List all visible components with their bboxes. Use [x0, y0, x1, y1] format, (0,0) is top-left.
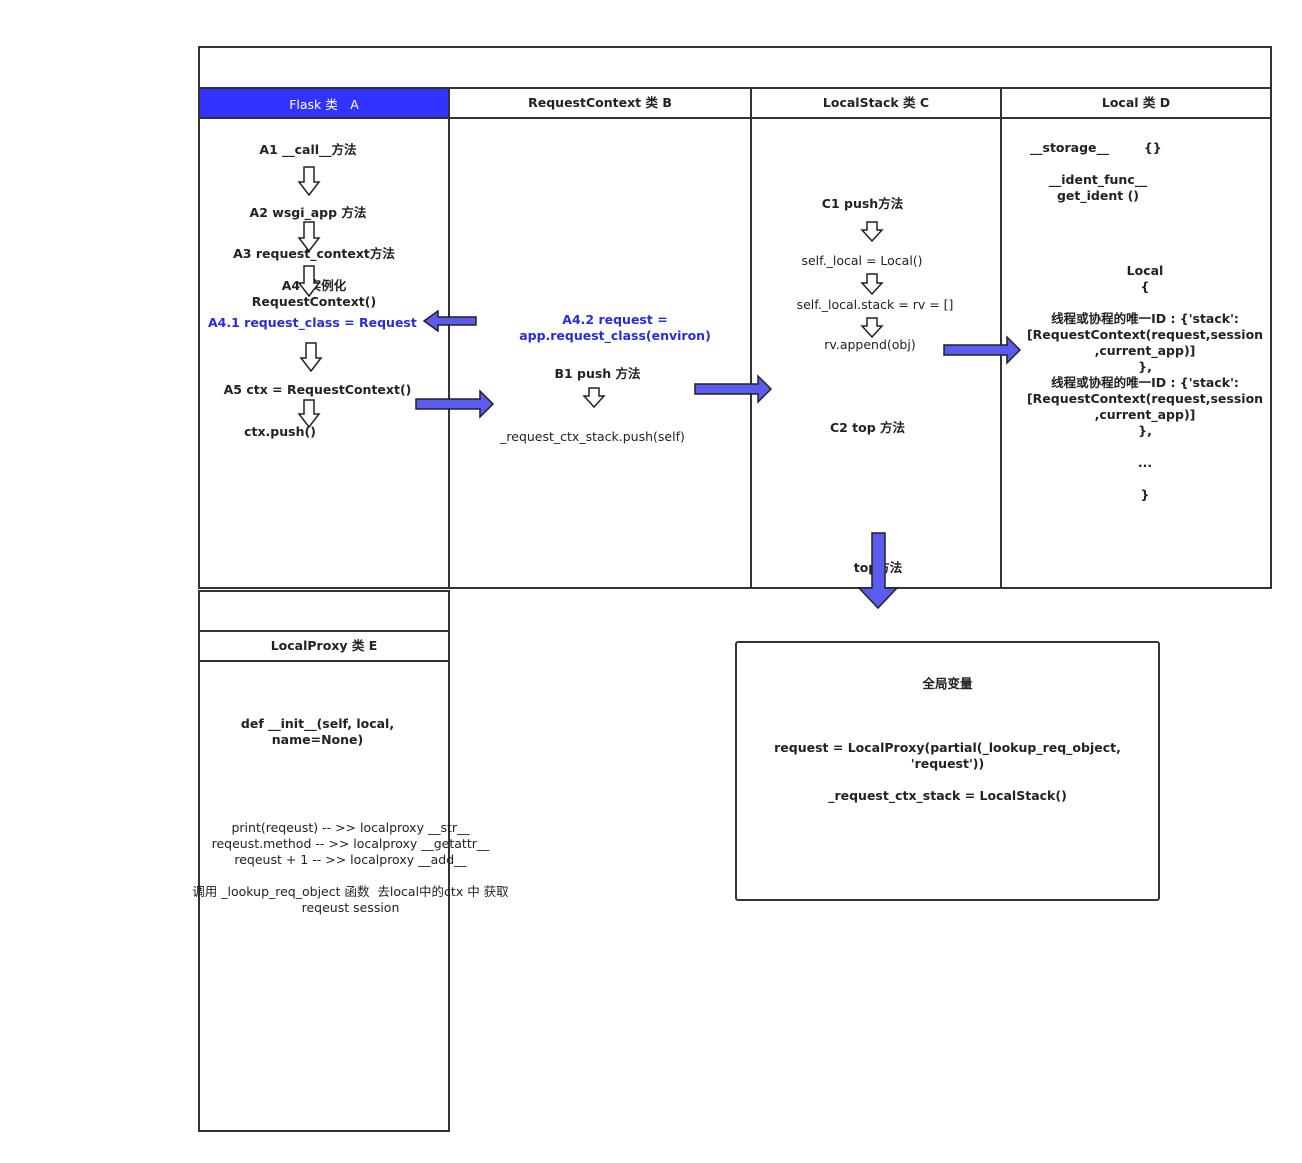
down-arrow-local-stack	[860, 273, 884, 296]
column-header-local: Local 类 D	[1101, 95, 1171, 110]
column-divider-ab	[448, 87, 450, 589]
down-arrow-stack-append	[860, 317, 884, 339]
step-a4: A4 实例化 RequestContext()	[251, 278, 377, 309]
column-header-flask: Flask 类 A	[198, 87, 450, 119]
down-arrow-a1-a2	[297, 166, 321, 197]
column-header-flask-label: Flask 类 A	[289, 96, 359, 112]
localproxy-header-bottom-line	[198, 660, 450, 662]
step-a2: A2 wsgi_app 方法	[249, 205, 367, 220]
column-divider-cd	[1000, 87, 1002, 589]
down-arrow-c1-local	[860, 221, 884, 243]
globals-box	[735, 641, 1160, 901]
localproxy-init: def __init__(self, local, name=None)	[240, 716, 395, 747]
globals-stack: _request_ctx_stack = LocalStack()	[828, 788, 1067, 803]
down-arrow-a3-a4	[297, 265, 321, 298]
column-header-localstack: LocalStack 类 C	[822, 95, 930, 110]
step-ctx-push: ctx.push()	[244, 424, 316, 439]
arrow-c-to-d	[943, 335, 1022, 365]
step-a3: A3 request_context方法	[233, 246, 395, 261]
down-arrow-a5-push	[297, 399, 321, 429]
arrow-a5-to-b1	[415, 389, 495, 419]
column-divider-bc	[750, 87, 752, 589]
local-ident-func: __ident_func__ get_ident ()	[1048, 172, 1148, 203]
column-header-localproxy: LocalProxy 类 E	[270, 638, 378, 653]
step-c2: C2 top 方法	[829, 420, 906, 435]
local-storage-body: Local { 线程或协程的唯一ID : {'stack': [RequestC…	[1026, 263, 1264, 502]
step-a41: A4.1 request_class = Request	[208, 315, 417, 330]
step-a1: A1 __call__方法	[259, 142, 357, 157]
arrow-b-to-c	[694, 374, 773, 404]
localproxy-header-top-line	[198, 630, 450, 632]
step-b1: B1 push 方法	[554, 366, 641, 381]
step-self-local: self._local = Local()	[801, 253, 923, 268]
step-a42: A4.2 request = app.request_class(environ…	[519, 312, 711, 343]
down-arrow-b1-push	[582, 387, 606, 409]
step-a5: A5 ctx = RequestContext()	[223, 382, 412, 397]
arrow-a42-to-a41	[422, 309, 477, 333]
step-push-call: _request_ctx_stack.push(self)	[500, 429, 685, 444]
localproxy-box	[198, 590, 450, 1132]
arrow-top-down	[857, 532, 899, 610]
column-header-requestcontext: RequestContext 类 B	[528, 95, 672, 110]
header-bottom-line	[198, 117, 1272, 119]
down-arrow-a2-a3	[297, 221, 321, 253]
localproxy-notes: print(reqeust) -- >> localproxy __str__ …	[192, 820, 509, 915]
local-storage: __storage__ {}	[1030, 140, 1162, 155]
step-c1: C1 push方法	[821, 196, 904, 211]
step-append: rv.append(obj)	[824, 337, 916, 352]
down-arrow-a41-a5	[299, 342, 323, 373]
globals-request: request = LocalProxy(partial(_lookup_req…	[774, 740, 1121, 771]
header-top-line	[198, 87, 1272, 89]
swimlane-frame	[198, 46, 1272, 589]
step-stack-assign: self._local.stack = rv = []	[796, 297, 954, 312]
globals-title: 全局变量	[922, 676, 973, 691]
